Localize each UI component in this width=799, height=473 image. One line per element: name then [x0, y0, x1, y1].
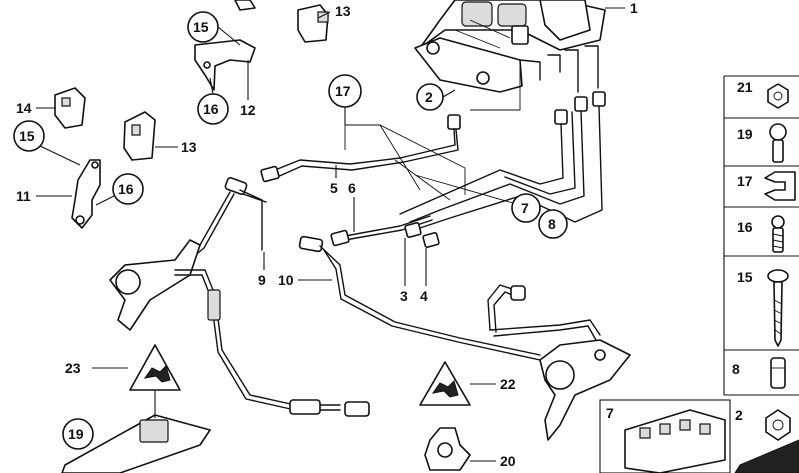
legend-label-17: 17	[737, 173, 753, 189]
nut-2	[765, 409, 791, 441]
callout-6: 6	[348, 180, 356, 232]
callout-label-11: 11	[16, 188, 31, 204]
hydraulic-unit	[414, 0, 606, 111]
callout-label-6: 6	[348, 180, 356, 196]
legend-label-21: 21	[737, 79, 753, 95]
legend-column: 21 19 17 16 15 8 2	[723, 75, 799, 441]
screw-shaft-19	[772, 139, 784, 163]
callout-label-3: 3	[400, 288, 408, 304]
callout-label-23: 23	[65, 360, 81, 376]
callout-20: 20	[470, 453, 516, 469]
callout-15b: 15	[13, 120, 81, 166]
sensor	[424, 427, 471, 471]
callout-label-5: 5	[330, 180, 338, 196]
warning-triangle-icon	[129, 344, 181, 391]
callout-label-8: 8	[548, 216, 556, 232]
control-unit	[61, 390, 211, 473]
callout-19: 19	[62, 418, 94, 450]
callout-13b: 13	[155, 139, 197, 155]
callout-label-13a: 13	[335, 3, 351, 19]
right-lower-assembly	[487, 284, 631, 441]
warning-triangle-icon	[419, 361, 471, 406]
legend-label-16: 16	[737, 219, 753, 235]
screw-head-19	[769, 123, 787, 141]
callout-22: 22	[470, 376, 516, 392]
callout-12: 12	[240, 60, 256, 118]
callout-label-16b: 16	[118, 181, 134, 197]
callout-label-15b: 15	[19, 128, 35, 144]
callout-8: 8	[538, 209, 568, 239]
legend-label-19: 19	[737, 126, 753, 142]
callout-label-22: 22	[500, 376, 516, 392]
nut-21	[767, 83, 789, 109]
callout-23: 23	[65, 360, 128, 376]
callout-label-4: 4	[420, 288, 428, 304]
callout-2: 2	[416, 83, 456, 111]
screw-shaft-15	[773, 281, 783, 347]
callout-15a: 15	[187, 11, 241, 46]
callout-label-12: 12	[240, 102, 256, 118]
callout-label-13b: 13	[181, 139, 197, 155]
callout-label-19: 19	[68, 426, 84, 442]
callout-4: 4	[420, 248, 428, 304]
callout-label-1: 1	[630, 0, 638, 16]
callout-label-10: 10	[278, 272, 294, 288]
part-7-block: 7	[599, 399, 799, 473]
callout-label-9: 9	[258, 272, 266, 288]
callout-17: 17	[328, 74, 362, 125]
legend-label-8: 8	[732, 361, 740, 377]
clip-17	[764, 171, 796, 201]
callout-label-14: 14	[16, 100, 32, 116]
legend-label-2: 2	[735, 407, 743, 423]
callout-1: 1	[605, 0, 638, 16]
left-brake-lines	[109, 176, 541, 417]
callout-3: 3	[400, 238, 408, 304]
callout-13a: 13	[317, 3, 351, 19]
callout-14: 14	[16, 100, 56, 116]
callout-label-15a: 15	[193, 19, 209, 35]
bolt-8	[770, 357, 786, 389]
callout-label-7: 7	[521, 200, 529, 216]
callout-11: 11	[16, 188, 72, 204]
legend-label-7: 7	[606, 405, 614, 421]
callout-label-17: 17	[335, 83, 351, 99]
callout-16a: 16	[197, 77, 229, 125]
callout-label-2: 2	[425, 89, 433, 105]
callout-5: 5	[330, 165, 338, 196]
brake-lines	[260, 91, 606, 248]
screw-head-15	[767, 269, 789, 283]
callout-7: 7	[511, 193, 541, 223]
upper-brackets	[54, 0, 329, 229]
callout-16b: 16	[95, 173, 144, 206]
callout-9: 9	[258, 252, 266, 288]
callout-label-20: 20	[500, 453, 516, 469]
callout-10: 10	[278, 272, 332, 288]
legend-label-15: 15	[737, 269, 753, 285]
callout-label-16a: 16	[203, 101, 219, 117]
screw-head-16	[771, 215, 785, 229]
